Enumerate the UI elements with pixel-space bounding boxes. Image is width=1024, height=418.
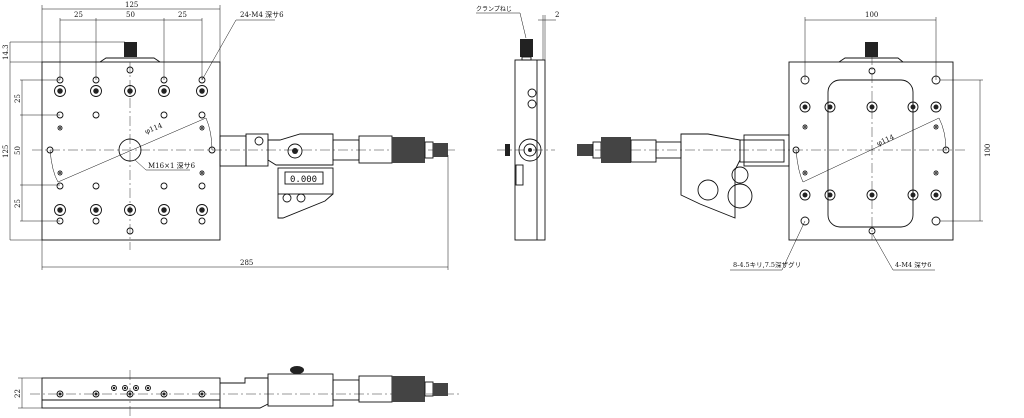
dim-pitch-3: 25 bbox=[178, 11, 187, 19]
mounting-hole bbox=[907, 189, 919, 201]
mounting-hole bbox=[92, 182, 100, 190]
dim-width: 125 bbox=[125, 1, 138, 9]
mounting-hole bbox=[90, 85, 102, 97]
front-view: 22 bbox=[14, 366, 460, 416]
dim-side-2: 50 bbox=[14, 146, 22, 155]
dim-knob-offset: 14.3 bbox=[2, 44, 10, 60]
mounting-hole bbox=[126, 390, 134, 398]
center-hole-note: M16×1 深サ6 bbox=[148, 161, 196, 170]
mounting-hole bbox=[931, 216, 941, 226]
thimble-knurl-icon bbox=[392, 137, 425, 163]
mounting-hole bbox=[160, 390, 168, 398]
mounting-hole bbox=[90, 204, 102, 216]
mounting-hole bbox=[46, 146, 54, 154]
mounting-hole bbox=[92, 111, 100, 119]
digital-display bbox=[277, 167, 334, 195]
mounting-hole bbox=[802, 170, 808, 176]
mounting-hole bbox=[824, 189, 836, 201]
micrometer-side bbox=[220, 366, 448, 409]
mounting-hole bbox=[799, 101, 811, 113]
mounting-hole bbox=[198, 182, 206, 190]
dim-gap: 2 bbox=[555, 11, 559, 19]
mounting-hole bbox=[196, 204, 208, 216]
mounting-hole bbox=[930, 189, 942, 201]
dim-hole-pitch-y: 100 bbox=[984, 144, 992, 157]
mounting-hole bbox=[160, 182, 168, 190]
mounting-hole bbox=[198, 217, 206, 225]
top-view: 125 25 50 25 14.3 125 25 50 25 φ114 M16×… bbox=[2, 1, 455, 270]
dim-pitch-1: 25 bbox=[74, 11, 83, 19]
mounting-hole bbox=[57, 125, 63, 131]
mounting-hole bbox=[868, 227, 876, 235]
right-view: 100 100 φ114 8-4.5キリ,7.5深ザグリ 4-M4 深サ6 bbox=[577, 11, 992, 271]
micrometer-head: 0.000 bbox=[219, 133, 448, 219]
thimble-knurl-icon bbox=[601, 137, 631, 163]
mounting-hole bbox=[198, 76, 206, 84]
mounting-hole bbox=[198, 111, 206, 119]
clamp-knob-icon bbox=[865, 42, 878, 57]
mounting-hole bbox=[160, 111, 168, 119]
tapped-note-right: 4-M4 深サ6 bbox=[895, 260, 931, 269]
micrometer-head bbox=[577, 133, 790, 219]
center-hole bbox=[118, 138, 142, 162]
dim-height: 125 bbox=[2, 145, 10, 158]
dim-side-3: 25 bbox=[14, 199, 22, 208]
dim-hole-pitch-x: 100 bbox=[865, 11, 878, 19]
mounting-hole bbox=[160, 76, 168, 84]
circle-dim: φ114 bbox=[144, 121, 164, 135]
mounting-hole bbox=[57, 170, 63, 176]
dim-overall-length: 285 bbox=[240, 259, 253, 267]
clamp-knob-icon bbox=[520, 39, 533, 57]
mounting-hole bbox=[198, 390, 206, 398]
mounting-hole bbox=[866, 189, 878, 201]
mounting-hole bbox=[933, 124, 939, 130]
mounting-hole bbox=[124, 204, 136, 216]
clamp-screw-label: クランプねじ bbox=[476, 6, 512, 13]
mounting-hole bbox=[933, 170, 939, 176]
mounting-hole bbox=[126, 66, 134, 74]
mounting-hole bbox=[92, 217, 100, 225]
mounting-hole bbox=[158, 204, 170, 216]
display-reading: 0.000 bbox=[290, 175, 317, 185]
mounting-hole bbox=[792, 146, 800, 154]
mounting-hole bbox=[133, 385, 139, 391]
mounting-hole bbox=[54, 85, 66, 97]
mounting-hole bbox=[126, 227, 134, 235]
mounting-hole bbox=[56, 390, 64, 398]
mounting-hole bbox=[866, 101, 878, 113]
mounting-hole bbox=[802, 124, 808, 130]
side-view: クランプねじ 2 bbox=[476, 6, 559, 241]
mounting-hole bbox=[868, 67, 876, 75]
mounting-hole bbox=[92, 76, 100, 84]
dim-side-1: 25 bbox=[14, 94, 22, 103]
circle-dim-right: φ114 bbox=[876, 133, 896, 148]
mounting-hole bbox=[824, 101, 836, 113]
mounting-hole bbox=[199, 170, 205, 176]
mounting-hole bbox=[92, 390, 100, 398]
counterbore-note: 8-4.5キリ,7.5深ザグリ bbox=[733, 260, 801, 269]
dim-thickness: 22 bbox=[14, 389, 22, 398]
mounting-hole bbox=[111, 385, 117, 391]
mounting-hole bbox=[145, 385, 151, 391]
mounting-hole bbox=[799, 189, 811, 201]
mounting-hole bbox=[124, 85, 136, 97]
mounting-hole bbox=[56, 111, 64, 119]
mounting-hole bbox=[800, 216, 810, 226]
mounting-hole bbox=[56, 182, 64, 190]
mounting-hole bbox=[907, 101, 919, 113]
tapped-holes-note: 24-M4 深サ6 bbox=[240, 10, 284, 19]
mounting-hole bbox=[160, 217, 168, 225]
mounting-hole bbox=[56, 217, 64, 225]
mounting-hole bbox=[199, 125, 205, 131]
mounting-hole bbox=[54, 204, 66, 216]
mounting-hole bbox=[196, 85, 208, 97]
mounting-hole bbox=[56, 76, 64, 84]
mounting-hole bbox=[122, 385, 128, 391]
mounting-hole bbox=[158, 85, 170, 97]
clamp-knob-icon bbox=[99, 42, 161, 63]
mounting-hole bbox=[930, 101, 942, 113]
dim-pitch-2: 50 bbox=[126, 11, 135, 19]
